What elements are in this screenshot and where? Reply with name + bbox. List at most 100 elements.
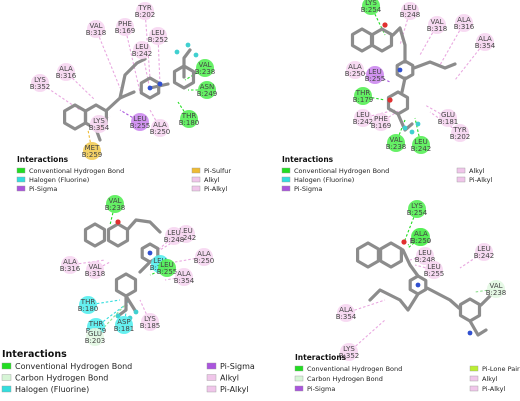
residue-disc bbox=[362, 0, 380, 15]
interaction-line bbox=[474, 288, 497, 293]
ligand-bond bbox=[138, 260, 152, 274]
residue-name: TYR bbox=[452, 126, 467, 134]
residue-id: B:169 bbox=[371, 122, 392, 130]
residue-disc bbox=[340, 343, 358, 361]
residue-name: LYS bbox=[365, 0, 377, 7]
ligand-ring bbox=[379, 241, 403, 269]
legend-title: Interactions bbox=[2, 349, 67, 360]
legend-label: Halogen (Fluorine) bbox=[15, 385, 89, 394]
residue-name: ALA bbox=[457, 16, 471, 24]
legend-label: Pi-Alkyl bbox=[482, 385, 505, 393]
legend-label: Alkyl bbox=[469, 167, 485, 175]
residue-id: B:181 bbox=[114, 325, 135, 333]
legend-label: Halogen (Fluorine) bbox=[294, 176, 354, 184]
ligand-ring bbox=[458, 297, 482, 323]
residue-name: VAL bbox=[430, 18, 443, 26]
ligand-bond bbox=[401, 248, 420, 278]
residue-name: LEU bbox=[403, 4, 416, 12]
residue-name: PHE bbox=[118, 20, 132, 28]
interaction-line bbox=[124, 26, 141, 93]
residue-name: LEU bbox=[151, 29, 164, 37]
residue-disc bbox=[180, 110, 198, 128]
residue-id: B:180 bbox=[78, 305, 99, 313]
residue-disc bbox=[387, 134, 405, 152]
residue-name: LEU bbox=[427, 263, 440, 271]
residue-disc bbox=[79, 296, 97, 314]
residue-disc bbox=[412, 228, 430, 246]
residue-name: LYS bbox=[93, 117, 105, 125]
residue-id: B:179 bbox=[353, 96, 374, 104]
legend-label: Alkyl bbox=[220, 374, 239, 383]
nitrogen-atom bbox=[467, 330, 473, 336]
legend-label: Pi-Lone Pair bbox=[482, 365, 520, 373]
residue-disc bbox=[476, 33, 494, 51]
interaction-line bbox=[157, 235, 175, 251]
residue-disc bbox=[428, 16, 446, 34]
residue-disc bbox=[116, 18, 134, 36]
legend-label: Conventional Hydrogen Bond bbox=[294, 167, 389, 175]
interaction-line bbox=[374, 74, 391, 83]
residue-id: B:252 bbox=[148, 36, 169, 44]
residue-id: B:242 bbox=[411, 145, 432, 153]
legend-swatch bbox=[281, 167, 291, 174]
residue-disc bbox=[416, 247, 434, 265]
nitrogen-atom bbox=[415, 282, 421, 288]
residue-name: VAL bbox=[89, 22, 102, 30]
residue-name: ALA bbox=[59, 65, 73, 73]
residue-disc bbox=[372, 113, 390, 131]
residue-id: B:169 bbox=[115, 27, 136, 35]
interaction-line bbox=[94, 261, 111, 271]
residue-id: B:202 bbox=[450, 133, 471, 141]
residue-disc bbox=[196, 59, 214, 77]
fluorine-atom bbox=[174, 49, 180, 55]
residue-id: B:354 bbox=[336, 313, 357, 321]
residue-name: LEU bbox=[167, 229, 180, 237]
residue-id: B:238 bbox=[195, 68, 216, 76]
residue-disc bbox=[354, 87, 372, 105]
residue-id: B:181 bbox=[438, 118, 459, 126]
residue-name: ASN bbox=[200, 83, 214, 91]
residue-name: THR bbox=[80, 298, 96, 306]
legend-swatch bbox=[456, 167, 466, 174]
legend-swatch bbox=[206, 362, 217, 370]
legend-swatch bbox=[206, 385, 217, 393]
residue-name: TYR bbox=[137, 4, 152, 12]
residue-name: VAL bbox=[198, 61, 211, 69]
legend-swatch bbox=[191, 185, 201, 192]
legend-swatch bbox=[16, 176, 26, 183]
residue-id: B:242 bbox=[474, 252, 495, 260]
legend-swatch bbox=[469, 375, 479, 382]
legend-swatch bbox=[191, 167, 201, 174]
residue-name: VAL bbox=[389, 136, 402, 144]
panel-bottom-right: LYSB:254ASNB:249ALAB:250LEUB:248LEUB:255… bbox=[336, 200, 506, 361]
residue-id: B:354 bbox=[475, 42, 496, 50]
ligand-bond bbox=[400, 76, 407, 94]
residue-id: B:352 bbox=[339, 352, 360, 360]
legend-label: Pi-Alkyl bbox=[220, 385, 249, 394]
residue-disc bbox=[198, 81, 216, 99]
fluorine-atom bbox=[185, 42, 191, 48]
interaction-line bbox=[414, 264, 435, 271]
legend-title: Interactions bbox=[282, 155, 334, 164]
residue-name: ALA bbox=[63, 258, 77, 266]
residue-id: B:238 bbox=[105, 204, 126, 212]
legend-swatch bbox=[191, 176, 201, 183]
interaction-line bbox=[95, 28, 121, 89]
residue-disc bbox=[346, 61, 364, 79]
residue-id: B:242 bbox=[176, 234, 197, 242]
residue-name: LEU bbox=[414, 138, 427, 146]
residue-disc bbox=[337, 304, 355, 322]
residue-name: LEU bbox=[135, 43, 148, 51]
residue-disc bbox=[31, 74, 49, 92]
ligand-bond bbox=[118, 57, 147, 100]
residue-name: LEU bbox=[160, 261, 173, 269]
residue-id: B:259 bbox=[82, 151, 103, 159]
residue-id: B:318 bbox=[427, 25, 448, 33]
legend-label: Pi-Alkyl bbox=[469, 176, 492, 184]
residue-name: GLU bbox=[441, 111, 455, 119]
legend-label: Pi-Alkyl bbox=[204, 185, 227, 193]
residue-disc bbox=[412, 136, 430, 154]
legend-swatch bbox=[294, 365, 304, 372]
legend-label: Pi-Sigma bbox=[294, 185, 322, 193]
